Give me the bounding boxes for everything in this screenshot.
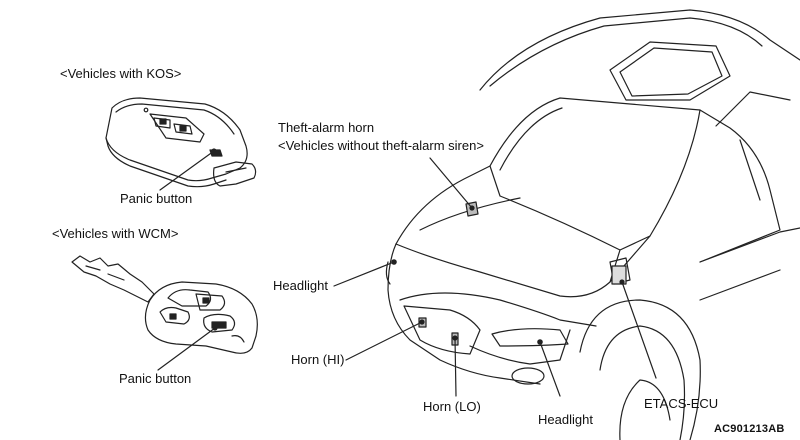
kos-panic-button-label: Panic button — [120, 191, 193, 206]
theft-alarm-horn-label: Theft-alarm horn — [278, 120, 375, 135]
wcm-key-illustration — [71, 255, 258, 354]
leader-lines — [157, 150, 657, 397]
component-markers — [211, 148, 627, 346]
kos-title-label: <Vehicles with KOS> — [60, 66, 182, 81]
etacs-ecu-label: ETACS-ECU — [644, 396, 719, 411]
kos-key-illustration — [105, 97, 257, 188]
figure-code: AC901213AB — [714, 423, 785, 435]
vehicle-illustration — [385, 9, 800, 440]
headlight-bottom-label: Headlight — [538, 412, 593, 427]
theft-alarm-horn-condition-label: <Vehicles without theft-alarm siren> — [278, 138, 484, 153]
horn-hi-label: Horn (HI) — [291, 352, 345, 367]
headlight-left-label: Headlight — [273, 278, 328, 293]
wcm-panic-button-label: Panic button — [119, 371, 192, 386]
horn-lo-label: Horn (LO) — [423, 399, 481, 414]
wcm-title-label: <Vehicles with WCM> — [52, 226, 179, 241]
